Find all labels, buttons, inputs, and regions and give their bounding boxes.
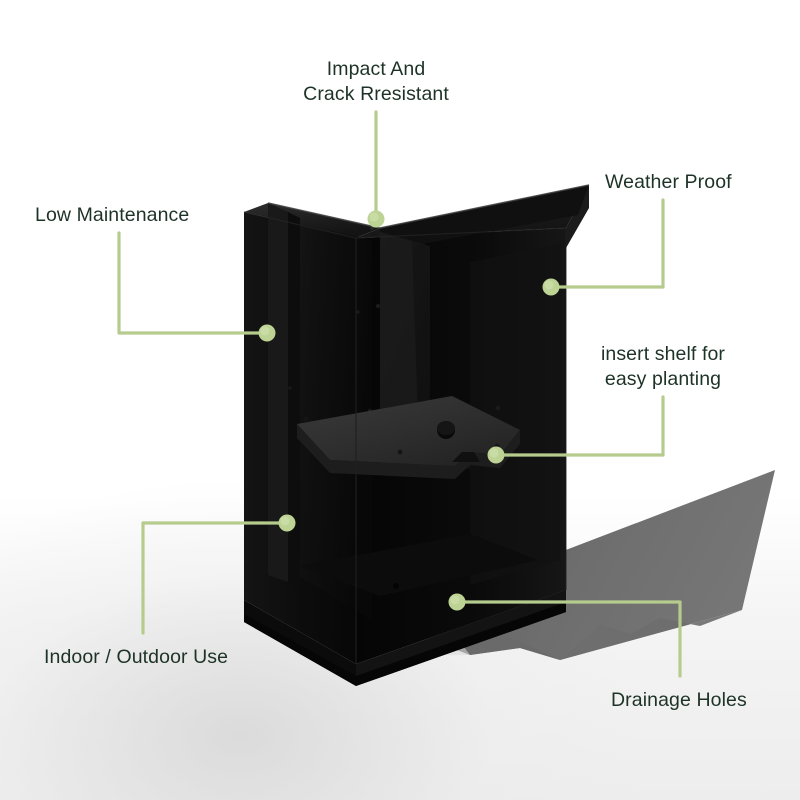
shelf-front-edge: [297, 424, 520, 479]
anchor-dot-sheen: [260, 326, 270, 336]
callout-label-line1: Drainage Holes: [611, 689, 747, 711]
shelf-center-hole-rim: [437, 421, 455, 435]
anchor-dot-sheen: [369, 212, 379, 222]
box-inner-rim-ledge: [380, 185, 589, 252]
callout-label-drainage-holes: Drainage Holes: [611, 688, 747, 713]
anchor-dot-sheen: [450, 595, 460, 605]
planter-box: [243, 184, 590, 686]
leader-line-insert-shelf: [494, 395, 665, 457]
fastener-hole: [356, 310, 360, 314]
shelf-notch: [452, 452, 480, 462]
box-inner-left-reveal: [268, 203, 288, 582]
drainage-hole: [393, 583, 399, 589]
callout-label-line1: Weather Proof: [605, 171, 732, 193]
rim-highlight-top: [267, 184, 590, 229]
callout-label-line2: Crack Rresistant: [303, 83, 449, 105]
callout-label-indoor-outdoor-use: Indoor / Outdoor Use: [44, 645, 228, 670]
fastener-hole: [376, 304, 380, 308]
leader-line-indoor-outdoor-use: [141, 521, 289, 635]
box-lower-floor: [300, 534, 538, 596]
callout-label-low-maintenance: Low Maintenance: [35, 203, 189, 228]
fastener-hole: [288, 386, 292, 390]
shelf-screw-hole: [303, 416, 309, 422]
box-rim-right-corner: [566, 185, 589, 248]
callout-label-insert-shelf: insert shelf for easy planting: [573, 342, 753, 392]
shelf-top-face: [297, 396, 520, 466]
shelf-screw-hole: [495, 405, 501, 411]
box-inner-right-highlight: [470, 244, 560, 585]
callout-label-impact-crack-resistant: Impact And Crack Rresistant: [276, 57, 476, 107]
anchor-dot-sheen: [489, 448, 499, 458]
anchor-dot-sheen: [280, 516, 290, 526]
callout-label-line1: Low Maintenance: [35, 204, 190, 226]
callout-label-line1: insert shelf for: [600, 343, 726, 365]
leader-line-low-maintenance: [117, 231, 269, 335]
callout-anchor-dots: [258, 210, 560, 611]
insert-shelf: [297, 396, 520, 479]
callout-label-line1: Impact And: [326, 58, 426, 80]
callout-leader-lines: [117, 110, 682, 678]
leader-line-weather-proof: [549, 198, 665, 289]
shelf-screw-hole: [397, 449, 403, 455]
box-base-bottom: [244, 602, 566, 686]
box-inner-left-reveal-dark: [288, 212, 300, 588]
callout-label-line1: Indoor / Outdoor Use: [44, 646, 229, 668]
anchor-dot-sheen: [544, 280, 554, 290]
callout-label-weather-proof: Weather Proof: [605, 170, 732, 195]
leader-line-drainage-holes: [455, 600, 682, 678]
callout-label-line2: easy planting: [604, 368, 722, 390]
